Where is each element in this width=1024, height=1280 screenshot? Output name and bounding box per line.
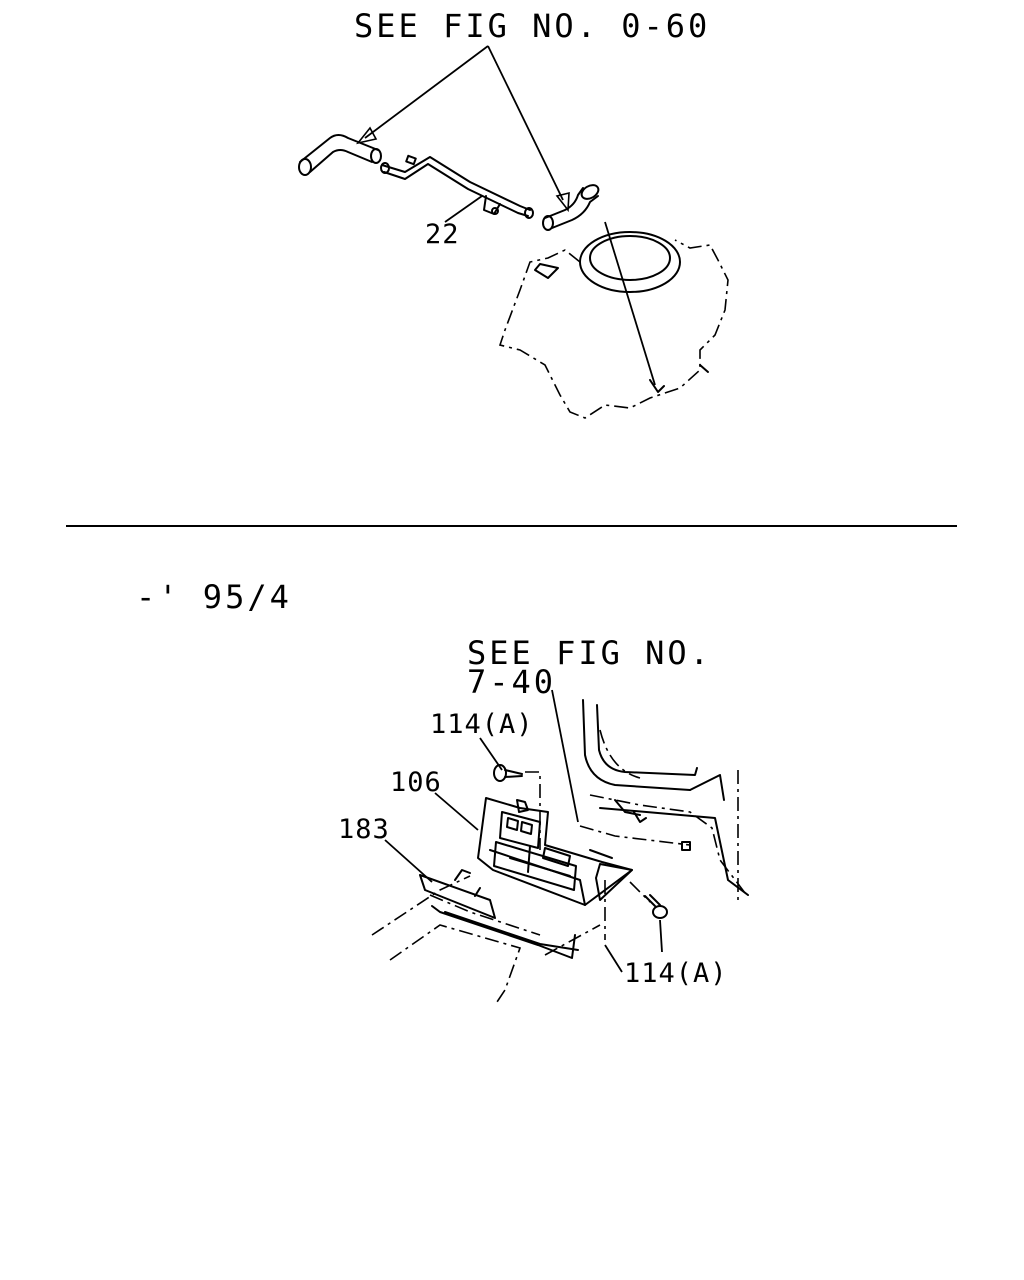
part-label-183[interactable]: 183 — [338, 814, 390, 845]
top-section: SEE FIG NO. 0-60 22 — [298, 7, 729, 419]
part-label-22[interactable]: 22 — [425, 219, 460, 250]
leader-7-40 — [551, 689, 579, 823]
leader-22 — [444, 195, 483, 223]
mounting-line-right — [579, 825, 691, 846]
see-fig-7-40-label-line2[interactable]: 7-40 — [467, 663, 556, 701]
screw-upper — [493, 764, 523, 782]
bottom-section: -' 95/4 SEE FIG NO. 7-40 114(A) 106 — [136, 578, 749, 1006]
see-fig-7-40-label-line1[interactable]: SEE FIG NO. — [467, 634, 712, 672]
seat-frame-outline — [582, 699, 749, 900]
screw-lower — [629, 881, 668, 919]
leader-106 — [434, 792, 479, 831]
date-range-label[interactable]: -' 95/4 — [136, 578, 292, 616]
trim-strip-183 — [419, 869, 496, 919]
leader-114a-lower — [659, 919, 663, 953]
leader-to-left-hose — [364, 45, 489, 139]
vehicle-floor-outline — [371, 875, 601, 1006]
part-label-114a-lower[interactable]: 114(A) — [624, 958, 728, 989]
console-panel-106 — [477, 797, 633, 906]
engine-outline — [498, 221, 729, 419]
part-label-106[interactable]: 106 — [390, 767, 442, 798]
leader-114a-lower-bracket — [604, 944, 623, 973]
leader-to-right-hose — [487, 45, 564, 201]
leader-183 — [384, 839, 433, 883]
arrowhead-right — [555, 191, 570, 213]
left-elbow-hose — [298, 134, 382, 176]
arrowhead-left — [355, 126, 378, 145]
see-fig-0-60-label[interactable]: SEE FIG NO. 0-60 — [354, 7, 710, 45]
part-label-114a-upper[interactable]: 114(A) — [430, 709, 534, 740]
right-elbow-hose — [542, 184, 600, 231]
pipe-assembly-22 — [380, 154, 534, 219]
